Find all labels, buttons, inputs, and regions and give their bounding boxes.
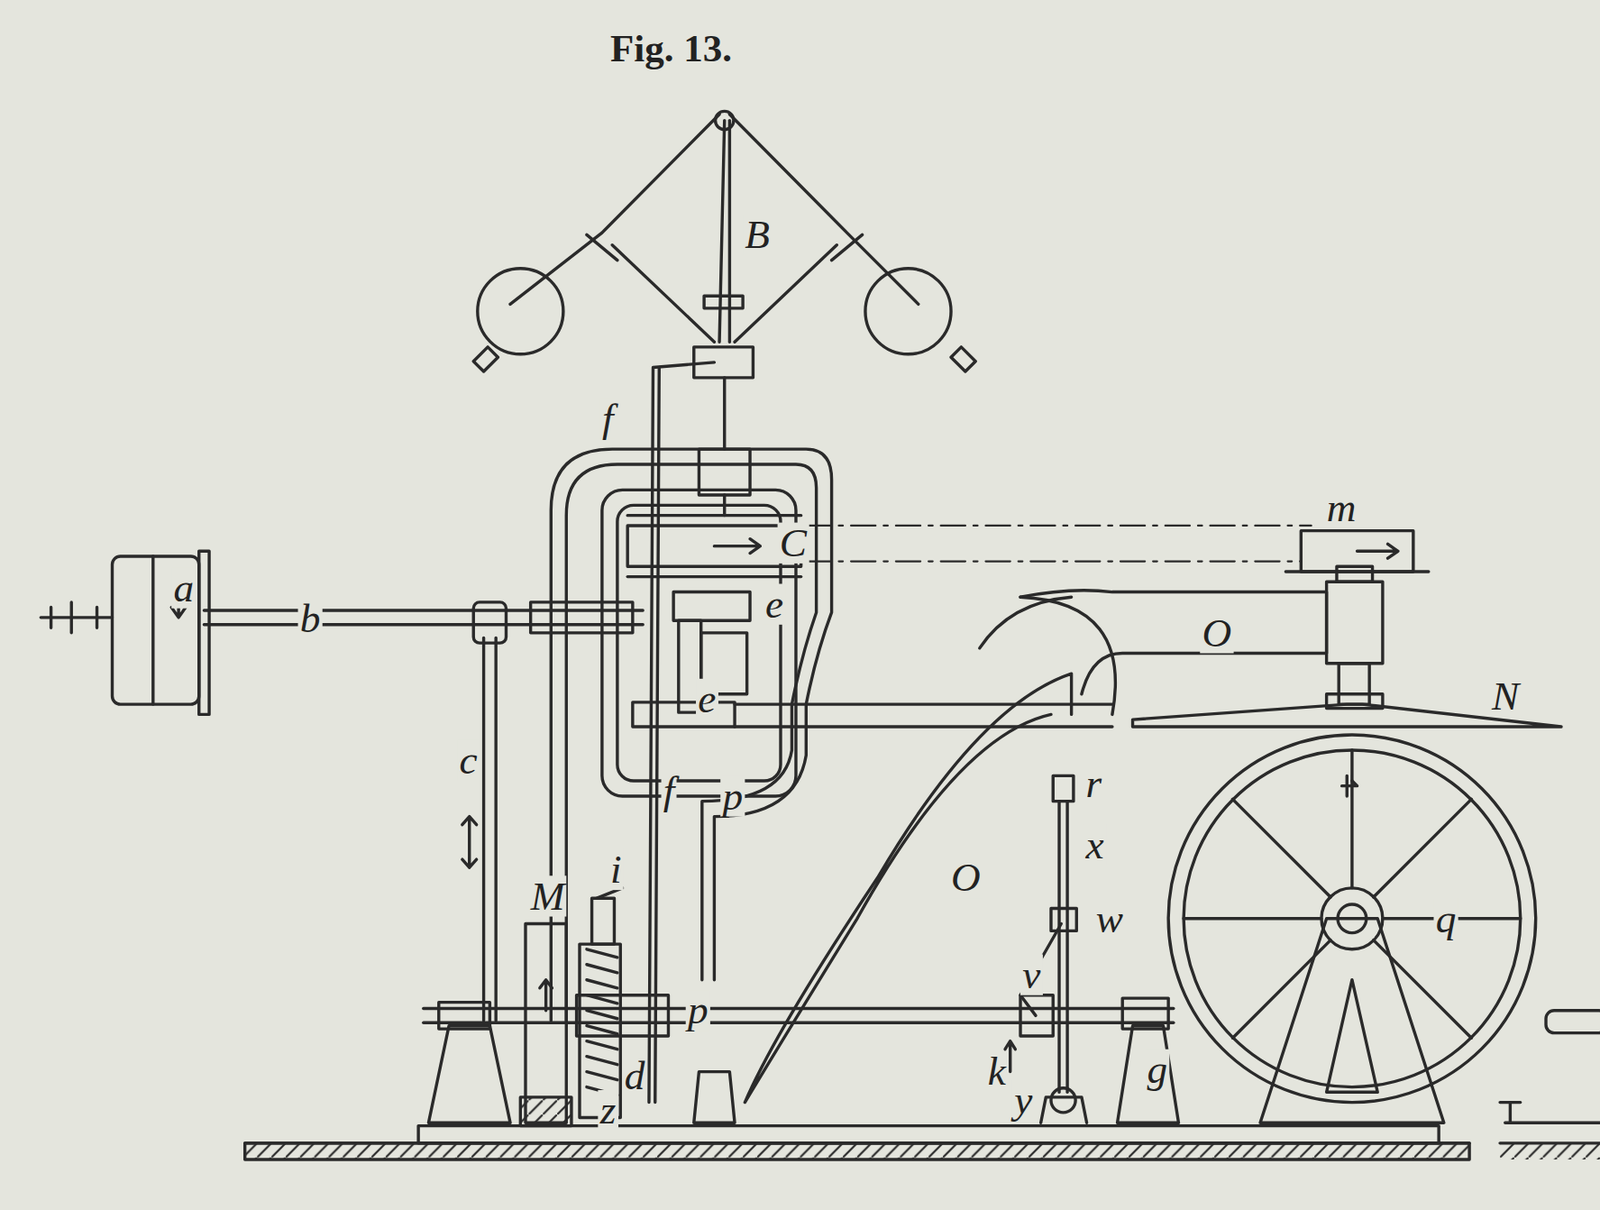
- part-letter: k: [986, 1051, 1009, 1092]
- part-letter: w: [1094, 897, 1126, 939]
- figure-title: Fig. 13.: [610, 28, 732, 68]
- part-letter: i: [608, 849, 624, 890]
- part-letter: p: [685, 989, 711, 1031]
- part-letter: d: [622, 1055, 648, 1097]
- part-letter: p: [720, 775, 745, 816]
- part-letter: y: [1012, 1079, 1035, 1121]
- part-letter: m: [1324, 487, 1358, 529]
- part-letter: c: [457, 740, 480, 781]
- part-letter: f: [661, 770, 677, 812]
- part-letter: q: [1433, 897, 1458, 939]
- part-letter: x: [1083, 824, 1107, 866]
- part-letter: B: [742, 214, 772, 256]
- part-letter: b: [298, 597, 323, 639]
- part-letter: r: [1083, 763, 1104, 805]
- part-letter: v: [1020, 953, 1043, 995]
- part-letter: f: [600, 397, 616, 439]
- part-letter: z: [597, 1089, 618, 1131]
- part-letter: a: [171, 566, 196, 608]
- part-letter: e: [763, 584, 787, 625]
- part-letter: O: [949, 857, 983, 898]
- part-letter: C: [777, 522, 810, 564]
- part-letter: N: [1490, 675, 1522, 716]
- part-letter: g: [1144, 1049, 1170, 1090]
- part-letter: e: [695, 678, 719, 720]
- part-letter: O: [1199, 612, 1234, 653]
- part-letter: M: [528, 875, 567, 916]
